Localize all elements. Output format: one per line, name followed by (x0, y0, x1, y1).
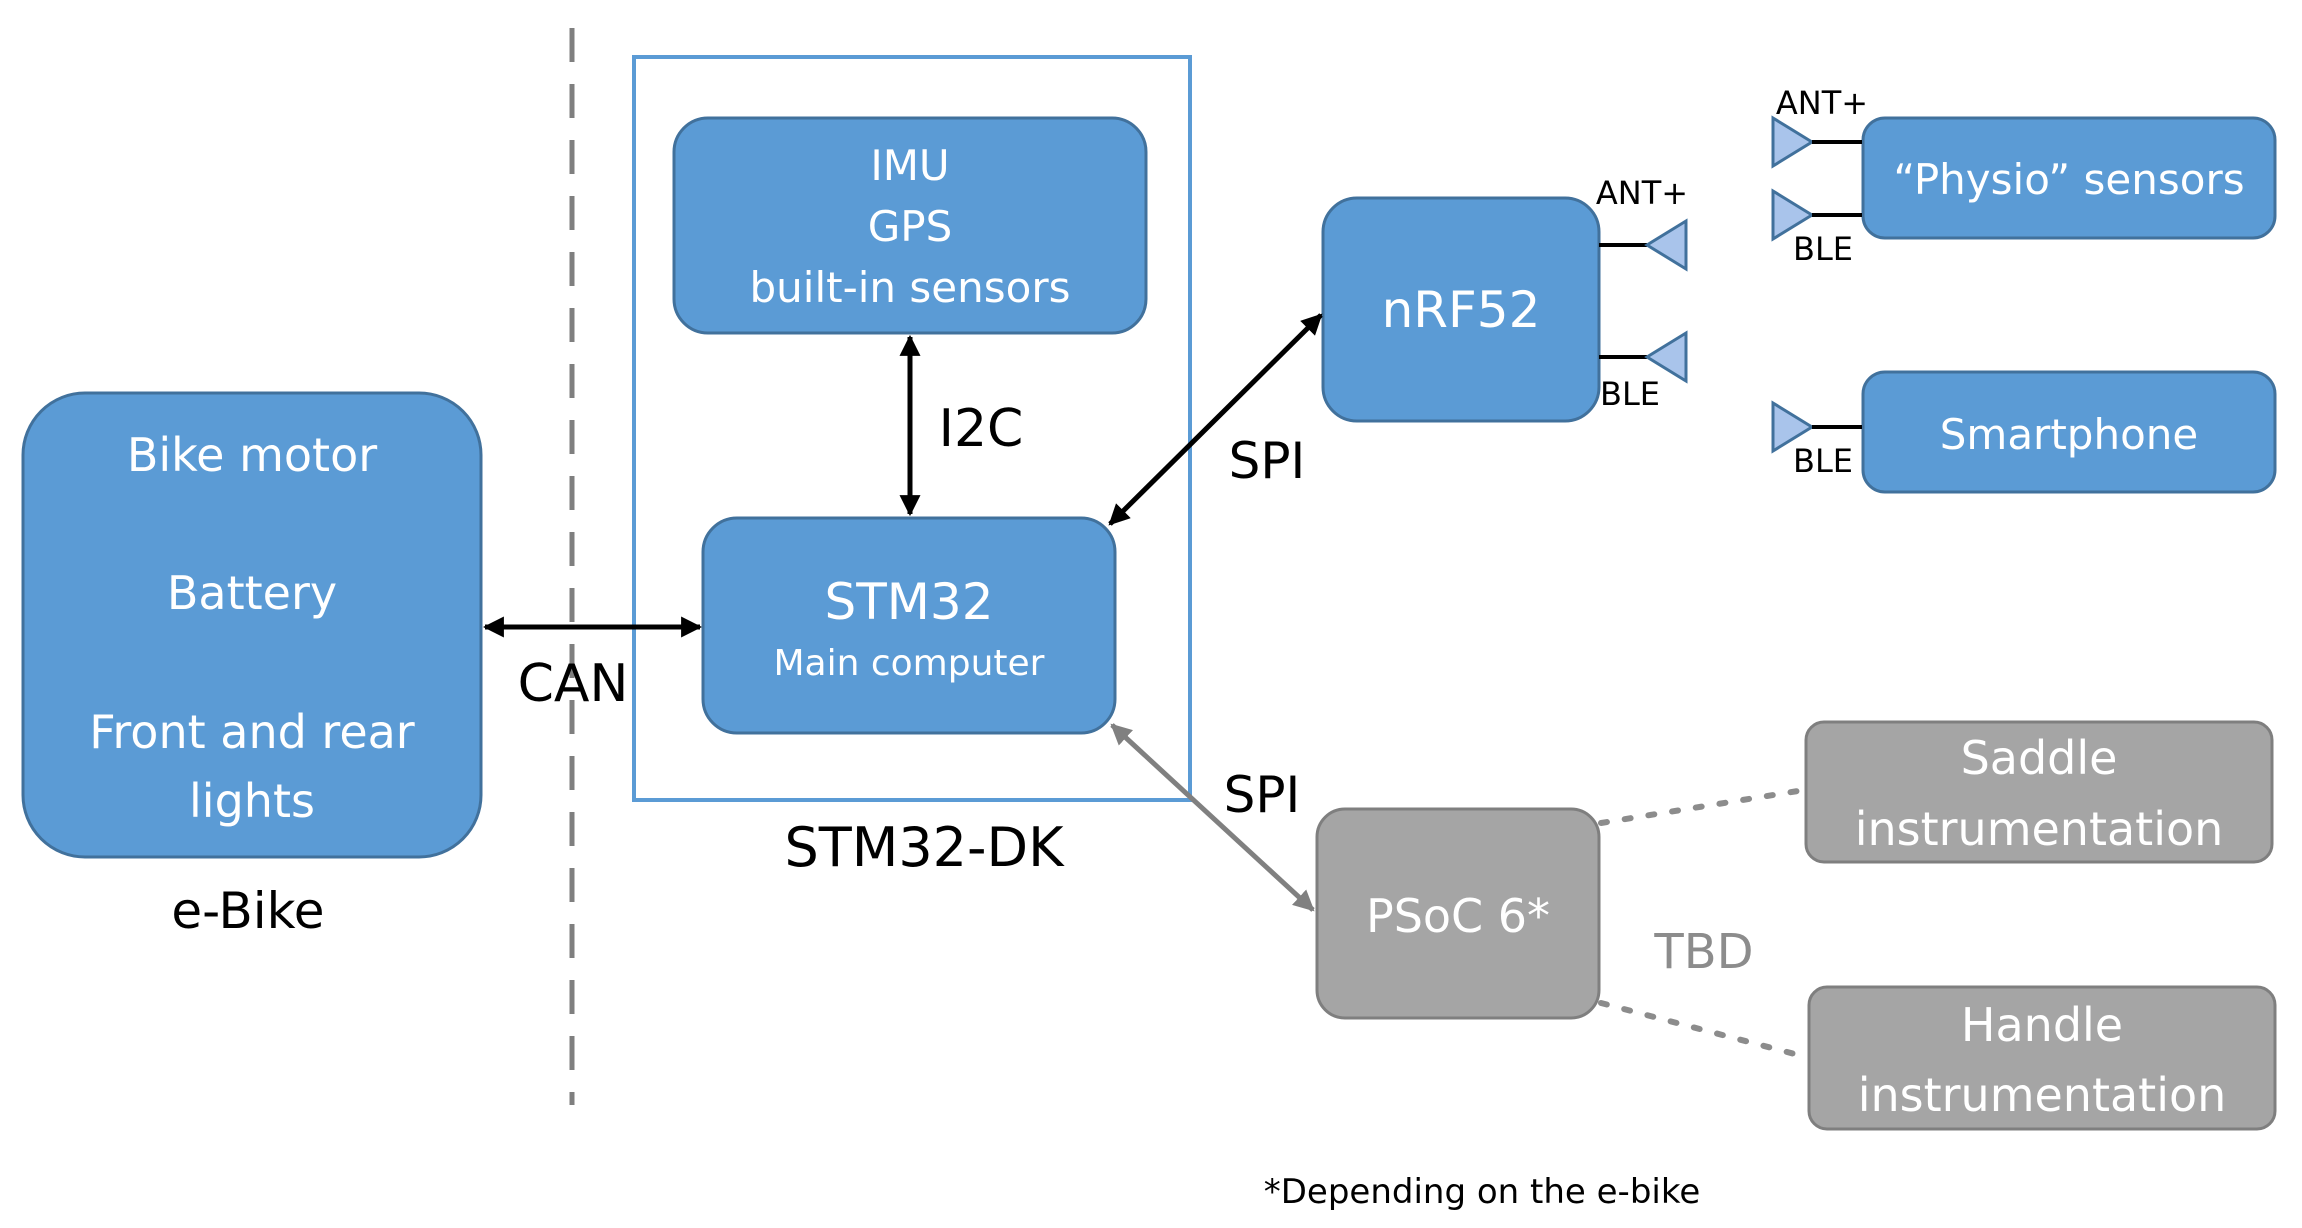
stm32-block[interactable] (701, 516, 1117, 735)
handle-line-2: instrumentation (1858, 1068, 2227, 1122)
smartphone-ble-label: BLE (1793, 442, 1853, 480)
physio-sensors-title: “Physio” sensors (1893, 155, 2244, 204)
ebike-block[interactable] (21, 391, 483, 859)
ebike-line-battery: Battery (167, 566, 337, 620)
sensors-block[interactable] (672, 116, 1148, 335)
psoc6-title: PSoC 6* (1366, 889, 1550, 943)
ebike-line-motor: Bike motor (127, 428, 377, 482)
smartphone-title: Smartphone (1940, 410, 2198, 459)
nrf52-title: nRF52 (1382, 281, 1541, 339)
nrf52-block[interactable] (1321, 196, 1601, 423)
nrf52-antplus-antenna-icon (1599, 218, 1688, 272)
tbd-link-handle (1598, 1000, 1809, 1060)
ebike-line-lights-2: lights (189, 774, 315, 828)
can-label: CAN (518, 654, 629, 714)
saddle-instrumentation-block[interactable] (1804, 720, 2274, 864)
stm32-dk-caption: STM32-DK (784, 816, 1065, 879)
physio-ble-antenna-icon (1771, 188, 1862, 242)
nrf52-antplus-label: ANT+ (1596, 174, 1688, 212)
saddle-line-1: Saddle (1961, 731, 2118, 785)
spi-psoc-label: SPI (1224, 766, 1301, 824)
stm32-title: STM32 (824, 573, 993, 631)
nrf52-ble-antenna-icon (1599, 330, 1688, 384)
physio-ble-label: BLE (1793, 230, 1853, 268)
handle-instrumentation-block[interactable] (1807, 985, 2277, 1131)
footnote: *Depending on the e-bike (1264, 1172, 1701, 1212)
handle-line-1: Handle (1961, 998, 2123, 1052)
ebike-line-lights-1: Front and rear (89, 705, 415, 759)
psoc6-block[interactable] (1315, 807, 1601, 1020)
nrf52-ble-label: BLE (1600, 375, 1660, 413)
sensors-line-imu: IMU (870, 141, 949, 190)
spi-nrf52-arrow (1108, 313, 1323, 526)
stm32-subtitle: Main computer (773, 643, 1044, 684)
sensors-line-gps: GPS (868, 202, 953, 251)
smartphone-ble-antenna-icon (1771, 400, 1862, 454)
physio-antplus-label: ANT+ (1776, 84, 1868, 122)
sensors-line-builtin: built-in sensors (750, 263, 1071, 312)
tbd-link-saddle (1598, 787, 1807, 826)
smartphone-block[interactable] (1861, 370, 2277, 494)
physio-antplus-antenna-icon (1771, 115, 1862, 169)
tbd-label: TBD (1653, 924, 1753, 980)
i2c-label: I2C (939, 399, 1024, 459)
saddle-line-2: instrumentation (1855, 802, 2224, 856)
physio-sensors-block[interactable] (1861, 116, 2277, 240)
spi-psoc-arrow (1110, 723, 1315, 912)
ebike-caption: e-Bike (171, 882, 324, 940)
spi-nrf52-label: SPI (1229, 432, 1306, 490)
